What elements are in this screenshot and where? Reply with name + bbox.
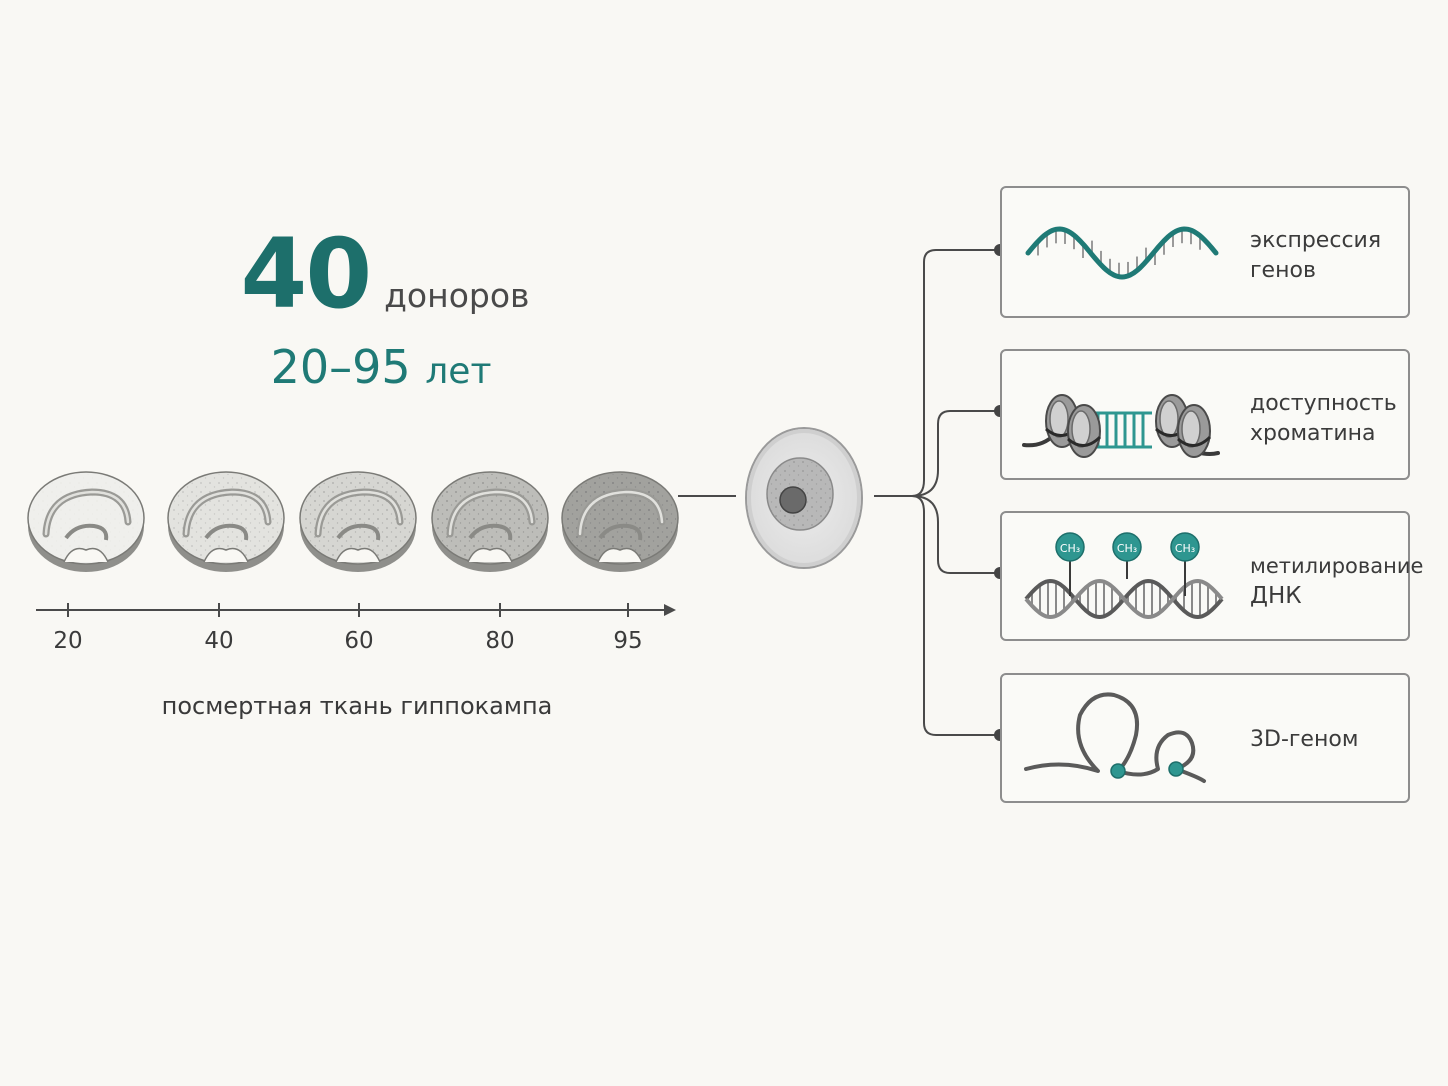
- card-dna-methylation: CH₃ CH₃ CH₃ метилирование ДНК: [1000, 511, 1423, 641]
- card-label: доступность хроматина: [1250, 389, 1397, 449]
- donor-count-label: доноров: [384, 276, 530, 315]
- hippocampus-slice: [431, 471, 549, 572]
- card-label-line1: экспрессия: [1250, 228, 1382, 253]
- tick-label-60: 60: [344, 628, 374, 654]
- hippocampus-slice: [167, 471, 285, 572]
- branch-connectors: [874, 249, 1000, 736]
- tick-label-80: 80: [485, 628, 515, 654]
- methyl-label: CH₃: [1117, 542, 1137, 555]
- nucleosome-icon: [1022, 394, 1220, 458]
- age-axis: [36, 603, 676, 617]
- card-label-line1: доступность: [1250, 391, 1397, 416]
- dna-methylation-icon: CH₃ CH₃ CH₃: [1024, 532, 1224, 620]
- card-label-line1: 3D-геном: [1250, 727, 1359, 752]
- hippocampus-slice: [27, 471, 145, 572]
- methyl-label: CH₃: [1060, 542, 1080, 555]
- methyl-group-3: CH₃: [1170, 532, 1200, 562]
- tick-label-40: 40: [204, 628, 234, 654]
- age-range: 20–95 лет: [0, 340, 762, 394]
- connector-endpoints: [994, 244, 1006, 741]
- card-label: экспрессия генов: [1250, 226, 1381, 286]
- methyl-group-2: CH₃: [1112, 532, 1142, 562]
- card-label-line1: метилирование: [1250, 554, 1424, 578]
- card-chromatin-accessibility: доступность хроматина: [1000, 349, 1410, 480]
- card-label-line2: генов: [1250, 258, 1316, 283]
- card-gene-expression: экспрессия генов: [1000, 186, 1410, 318]
- rna-wave-icon: [1025, 226, 1219, 280]
- methyl-group-1: CH₃: [1055, 532, 1085, 562]
- hippocampus-slice: [299, 471, 417, 572]
- card-label: 3D-геном: [1250, 725, 1358, 755]
- donor-count: 40: [240, 218, 373, 330]
- age-range-value: 20–95: [270, 340, 411, 394]
- age-range-unit: лет: [425, 351, 492, 392]
- hippocampus-slices: [27, 471, 679, 572]
- timeline-caption: посмертная ткань гиппокампа: [161, 692, 553, 720]
- card-label-line2: хроматина: [1250, 421, 1376, 446]
- card-3d-genome: 3D-геном: [1000, 673, 1410, 803]
- methyl-label: CH₃: [1175, 542, 1195, 555]
- headline: 40 доноров: [0, 218, 770, 330]
- card-label: метилирование ДНК: [1250, 551, 1423, 611]
- tick-label-20: 20: [53, 628, 83, 654]
- card-label-line2: ДНК: [1250, 583, 1302, 609]
- hippocampus-slice: [561, 471, 679, 572]
- cell-icon: [745, 427, 863, 569]
- tick-label-95: 95: [613, 628, 643, 654]
- chromatin-loop-icon: [1024, 692, 1206, 783]
